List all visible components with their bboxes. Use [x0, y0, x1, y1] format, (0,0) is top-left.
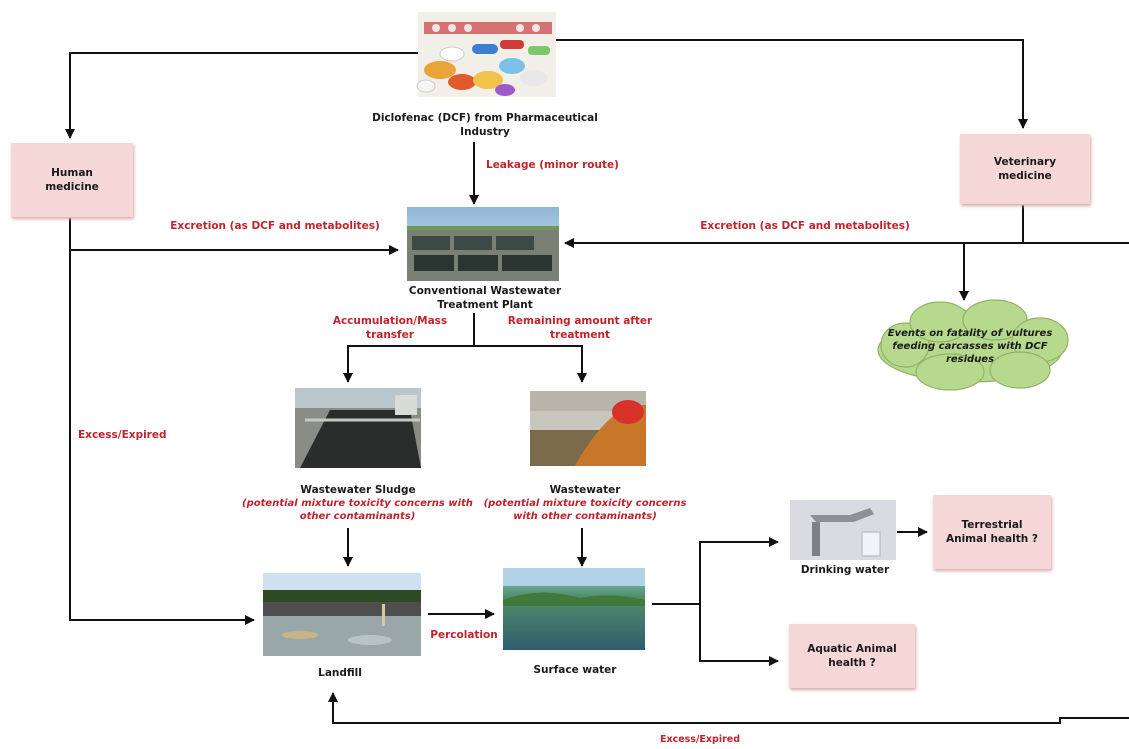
surface-water-photo: [503, 568, 645, 650]
aquatic-health-box: Aquatic Animal health ?: [789, 624, 915, 688]
source-label: Diclofenac (DCF) from Pharmaceutical Ind…: [372, 112, 598, 138]
surface-water-label: Surface water: [533, 664, 617, 676]
arrow-wwtp-split: [343, 313, 475, 383]
drinking-water-label: Drinking water: [800, 564, 890, 576]
arrow-excess-bottom: [328, 692, 1129, 724]
human-medicine-box: Human medicine: [11, 143, 133, 217]
veterinary-medicine-box: Veterinary medicine: [960, 134, 1090, 204]
pills-photo: [416, 12, 556, 97]
accumulation-label: Accumulation/Mass transfer: [332, 315, 448, 341]
arrow-pills-to-human: [65, 52, 418, 139]
arrow-pills-to-vet: [556, 39, 1028, 129]
connectors: [65, 39, 1129, 724]
sludge-photo: [295, 388, 421, 468]
aquatic-health-label: Aquatic Animal health ?: [807, 643, 897, 669]
wastewater-note: (potential mixture toxicity concerns wit…: [483, 498, 687, 522]
arrow-surface-split: [652, 537, 779, 605]
sludge-note: (potential mixture toxicity concerns wit…: [242, 498, 473, 522]
wwtp-label: Conventional Wastewater Treatment Plant: [408, 285, 562, 311]
arrow-surface-to-aquatic: [699, 604, 779, 666]
excess-left-label: Excess/Expired: [78, 429, 167, 441]
vultures-cloud: [877, 299, 1069, 391]
excretion-human-label: Excretion (as DCF and metabolites): [170, 220, 380, 232]
human-medicine-label: Human medicine: [45, 167, 99, 193]
landfill-photo: [263, 573, 421, 656]
excess-bottom-label: Excess/Expired: [659, 734, 741, 745]
wastewater-photo: [530, 391, 646, 466]
vultures-cloud-text: Events on fatality of vultures feeding c…: [887, 328, 1053, 365]
terrestrial-health-label: Terrestrial Animal health ?: [945, 519, 1038, 545]
arrow-human-to-landfill: [69, 218, 255, 625]
remaining-label: Remaining amount after treatment: [507, 315, 653, 341]
arrow-wwtp-to-wastewater: [474, 345, 587, 383]
leakage-label: Leakage (minor route): [486, 159, 619, 171]
drinking-water-photo: [790, 500, 896, 560]
wwtp-photo: [407, 207, 559, 281]
sludge-title: Wastewater Sludge: [300, 484, 416, 496]
wastewater-title: Wastewater: [549, 484, 621, 496]
veterinary-medicine-label: Veterinary medicine: [993, 156, 1057, 182]
landfill-label: Landfill: [318, 667, 362, 679]
terrestrial-health-box: Terrestrial Animal health ?: [933, 495, 1051, 569]
excretion-vet-label: Excretion (as DCF and metabolites): [700, 220, 910, 232]
percolation-label: Percolation: [430, 629, 498, 641]
